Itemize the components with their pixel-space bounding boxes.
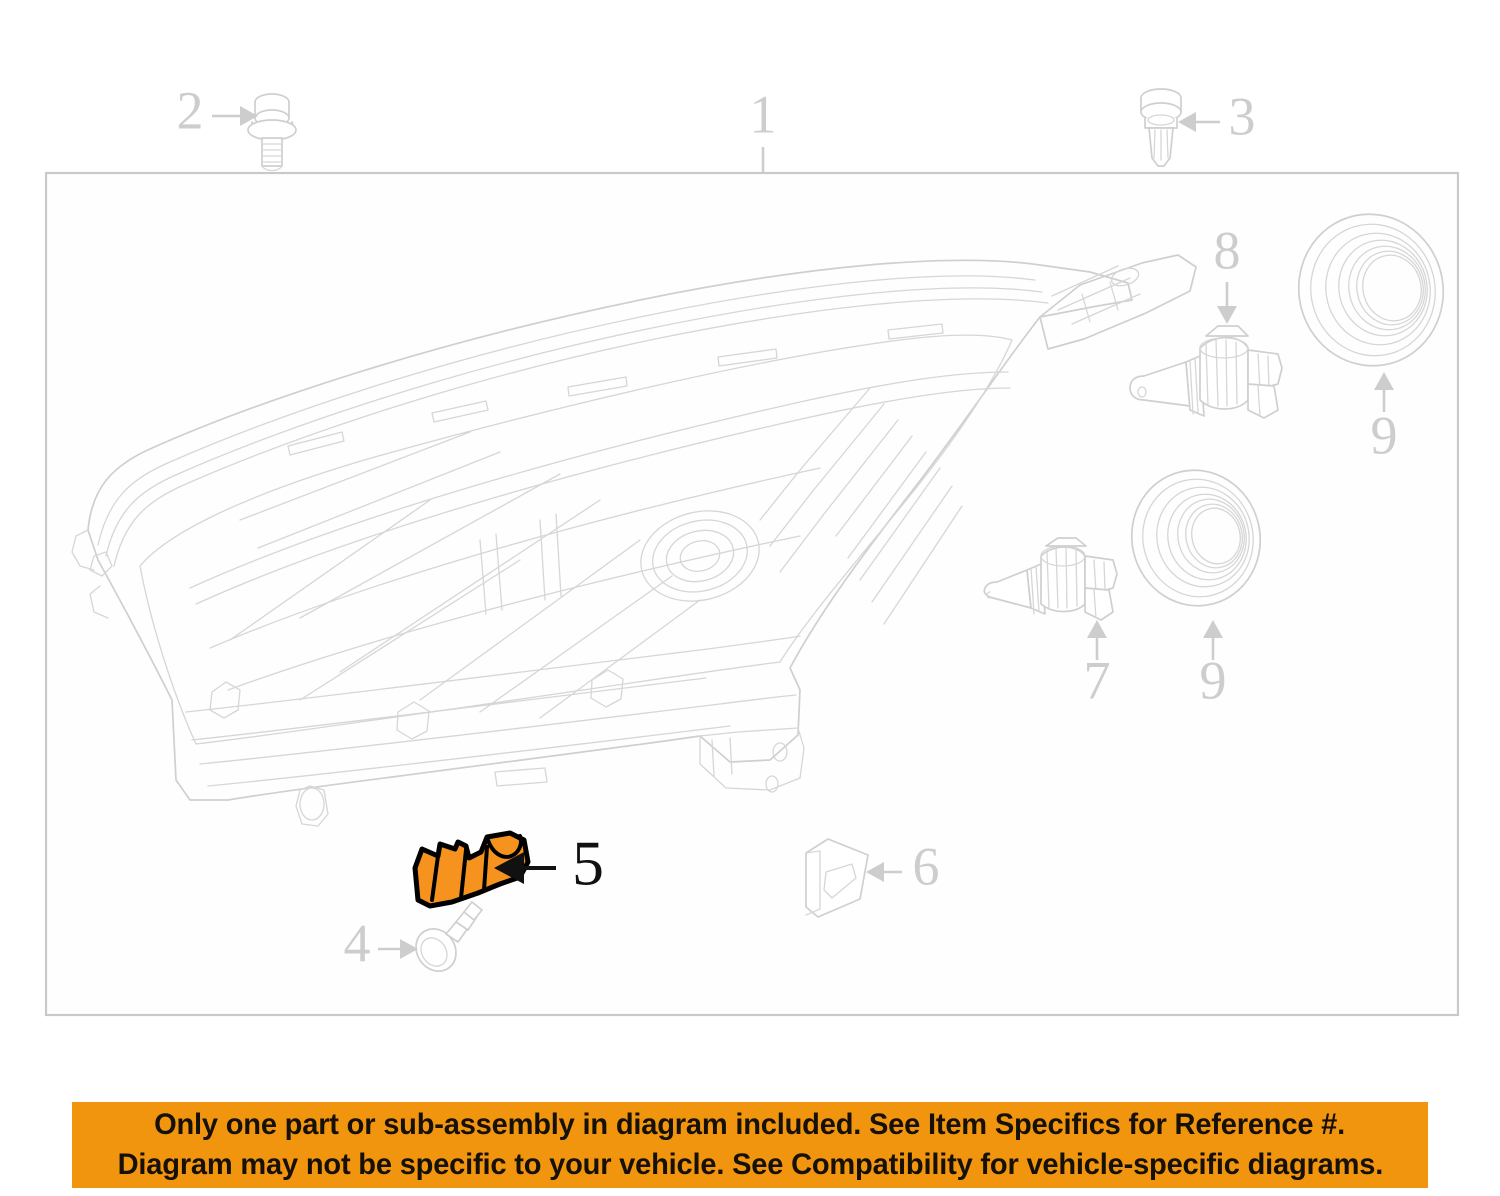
callout-9-upper-label: 9: [1371, 405, 1398, 465]
part-high-beam-bulb: [1129, 325, 1283, 419]
callout-9-lower: 9: [1200, 620, 1227, 710]
callout-2: 2: [177, 80, 258, 140]
part-low-beam-bulb: [983, 537, 1118, 621]
callout-8: 8: [1214, 220, 1241, 324]
callout-2-label: 2: [177, 80, 204, 140]
callout-7: 7: [1084, 620, 1111, 710]
diagram-frame: [44, 171, 1460, 1017]
callout-1: 1: [750, 84, 777, 173]
notice-line-2: Diagram may not be specific to your vehi…: [117, 1148, 1383, 1181]
part-push-pin-clip: [1140, 88, 1182, 167]
callout-4: 4: [344, 913, 418, 973]
notice-banner: Only one part or sub-assembly in diagram…: [72, 1102, 1428, 1188]
headlight-assembly-drawing: [71, 254, 1197, 827]
callout-8-label: 8: [1214, 220, 1241, 280]
parts-diagram-canvas: 1 2 3 4 5 6: [44, 80, 1460, 1017]
callout-9-lower-label: 9: [1200, 650, 1227, 710]
part-mounting-bracket-highlight: [412, 830, 531, 909]
callout-6-label: 6: [913, 836, 940, 896]
callout-6: 6: [866, 836, 940, 896]
callout-9-upper: 9: [1371, 372, 1398, 465]
callout-3-label: 3: [1229, 86, 1256, 146]
part-dust-cap-lower: [1130, 469, 1262, 607]
notice-line-1: Only one part or sub-assembly in diagram…: [154, 1108, 1346, 1141]
part-screw-grommet: [415, 901, 483, 972]
callout-7-label: 7: [1084, 650, 1111, 710]
part-flange-bolt: [247, 93, 297, 172]
callout-5: 5: [494, 828, 604, 899]
callout-3: 3: [1178, 86, 1256, 146]
part-dust-cap-upper: [1297, 213, 1445, 367]
part-retainer-clip: [805, 838, 869, 918]
callout-1-label: 1: [750, 84, 777, 144]
callout-5-label: 5: [572, 828, 604, 899]
callout-4-label: 4: [344, 913, 371, 973]
